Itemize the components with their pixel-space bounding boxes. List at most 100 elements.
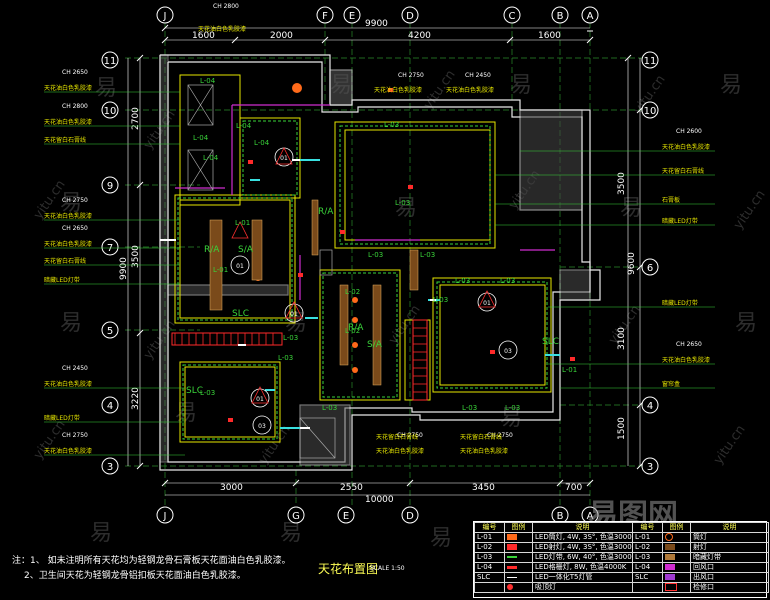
- led-strips: [177, 120, 548, 440]
- svg-text:L-03: L-03: [433, 296, 448, 304]
- legend-swatch: [504, 542, 533, 553]
- svg-text:01: 01: [236, 263, 244, 270]
- svg-text:CH 2750: CH 2750: [398, 72, 424, 79]
- legend-desc: 回风口: [690, 562, 769, 573]
- svg-text:CH 2750: CH 2750: [487, 432, 513, 439]
- svg-text:C: C: [509, 11, 516, 22]
- svg-text:L-02: L-02: [345, 288, 360, 296]
- legend-swatch: [662, 532, 691, 543]
- svg-text:L-03: L-03: [368, 251, 383, 259]
- svg-text:SLC: SLC: [186, 386, 203, 396]
- legend-code: L-03: [632, 552, 663, 563]
- svg-text:1600: 1600: [192, 31, 215, 41]
- legend-code: [474, 582, 505, 593]
- legend-desc: LED格栅灯, 8W, 色温4000K: [532, 562, 633, 573]
- svg-text:天花油白色乳胶漆: 天花油白色乳胶漆: [44, 240, 92, 248]
- svg-text:L-03: L-03: [420, 251, 435, 259]
- svg-text:3500: 3500: [617, 172, 627, 195]
- svg-text:J: J: [163, 11, 167, 22]
- watermark-text: 易: [280, 521, 302, 546]
- watermark-text: 易: [95, 76, 117, 101]
- svg-text:SLC: SLC: [542, 337, 559, 347]
- svg-text:天花油白色乳胶漆: 天花油白色乳胶漆: [44, 380, 92, 388]
- svg-text:天花油白色乳胶漆: 天花油白色乳胶漆: [44, 212, 92, 220]
- legend-row: 吸顶灯 检修口: [474, 582, 769, 593]
- svg-text:9: 9: [107, 181, 113, 192]
- svg-text:暗藏LED灯带: 暗藏LED灯带: [44, 414, 80, 422]
- svg-text:E: E: [349, 11, 355, 22]
- symbol-marker: 01: [284, 301, 304, 323]
- svg-text:L-04: L-04: [203, 154, 219, 162]
- svg-text:3220: 3220: [131, 387, 141, 410]
- svg-text:3100: 3100: [617, 327, 627, 350]
- svg-text:yitu.cn: yitu.cn: [731, 188, 769, 233]
- svg-text:天花油白色乳胶漆: 天花油白色乳胶漆: [460, 447, 508, 455]
- svg-text:10: 10: [104, 106, 117, 117]
- svg-text:CH 2650: CH 2650: [62, 225, 88, 232]
- svg-text:D: D: [406, 11, 414, 22]
- svg-text:L-03: L-03: [395, 199, 410, 207]
- axis-grid: [125, 22, 652, 505]
- svg-text:CH 2800: CH 2800: [62, 103, 88, 110]
- svg-text:2000: 2000: [270, 31, 293, 41]
- legend-header: 编号: [474, 522, 505, 533]
- svg-text:9900: 9900: [365, 19, 388, 29]
- svg-text:L-03: L-03: [500, 277, 515, 285]
- svg-text:L-04: L-04: [236, 122, 252, 130]
- legend-swatch: [662, 552, 691, 563]
- svg-text:天花油白色乳胶漆: 天花油白色乳胶漆: [44, 118, 92, 126]
- svg-text:3450: 3450: [472, 483, 495, 493]
- drawing-notes: 注：1、 如未注明所有天花均为轻钢龙骨石膏板天花面油白色乳胶漆。 2、卫生间天花…: [12, 554, 291, 584]
- legend-header: 图例: [504, 522, 533, 533]
- svg-text:L-03: L-03: [384, 121, 399, 129]
- svg-text:L-04: L-04: [200, 77, 216, 85]
- legend-desc: LED射灯, 4W, 3S°, 色温3000K, 开孔75预留: [532, 542, 633, 553]
- left-annotations: CH 2650 CH 2800 CH 2750 CH 2650 CH 2450 …: [44, 69, 185, 456]
- svg-text:CH 2750: CH 2750: [62, 197, 88, 204]
- watermark-text: 易: [60, 311, 82, 336]
- legend-swatch: [662, 572, 691, 583]
- svg-text:L-01: L-01: [562, 366, 577, 374]
- grilles: [209, 199, 419, 386]
- svg-text:天花油白色乳胶漆: 天花油白色乳胶漆: [198, 25, 246, 33]
- svg-text:03: 03: [504, 348, 512, 355]
- section-markers: [160, 159, 560, 429]
- svg-text:3000: 3000: [220, 483, 243, 493]
- watermark-text: 易: [395, 196, 417, 221]
- legend-header: 编号: [632, 522, 663, 533]
- axis-bubble-labels: J F E D C B A J G E D B A 11 10 9 7 5 4 …: [104, 11, 657, 522]
- svg-text:CH 2750: CH 2750: [62, 432, 88, 439]
- svg-text:5: 5: [107, 326, 113, 337]
- svg-text:L-03: L-03: [505, 404, 520, 412]
- svg-text:CH 2800: CH 2800: [213, 3, 239, 10]
- legend-desc: LED灯带, 6W, 40°, 色温3000K: [532, 552, 633, 563]
- svg-text:10: 10: [644, 106, 657, 117]
- svg-text:L-02: L-02: [345, 327, 360, 335]
- svg-text:2550: 2550: [340, 483, 363, 493]
- legend-desc: 射灯: [690, 542, 769, 553]
- legend-code: L-01: [474, 532, 505, 543]
- legend-header: 说明: [690, 522, 769, 533]
- svg-text:01: 01: [290, 311, 298, 318]
- ceiling-outlines: [174, 74, 552, 443]
- svg-text:天花留白石膏线: 天花留白石膏线: [44, 257, 86, 265]
- svg-text:3500: 3500: [131, 245, 141, 268]
- axis-bubbles-top: [101, 6, 659, 524]
- legend-row: SLC LED一体化T5灯管 SLC 出风口: [474, 572, 769, 583]
- svg-text:L-03: L-03: [322, 404, 337, 412]
- legend-row: L-03 LED灯带, 6W, 40°, 色温3000K L-03 暗藏灯带: [474, 552, 769, 563]
- svg-text:4200: 4200: [408, 31, 431, 41]
- svg-text:暗藏LED灯带: 暗藏LED灯带: [662, 299, 698, 307]
- svg-text:天花油白色乳胶漆: 天花油白色乳胶漆: [374, 86, 422, 94]
- svg-text:L-03: L-03: [200, 389, 215, 397]
- svg-text:01: 01: [256, 396, 264, 403]
- svg-text:天花留白石膏线: 天花留白石膏线: [460, 433, 502, 441]
- svg-text:L-03: L-03: [283, 334, 298, 342]
- symbol-marker: 01: [477, 290, 497, 312]
- svg-text:4: 4: [647, 401, 653, 412]
- symbol-marker: 01: [230, 221, 250, 275]
- svg-text:11: 11: [644, 56, 657, 67]
- svg-text:L-03: L-03: [278, 354, 293, 362]
- svg-text:L-04: L-04: [254, 139, 270, 147]
- legend-code: SLC: [474, 572, 505, 583]
